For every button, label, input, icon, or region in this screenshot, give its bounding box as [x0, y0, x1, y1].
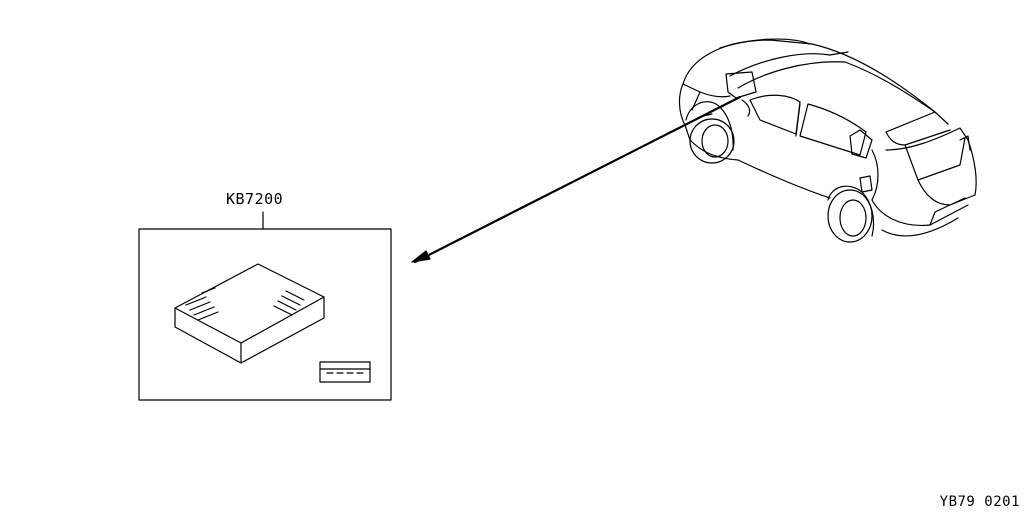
figure-code: YB79 0201	[939, 494, 1020, 510]
suv-vehicle-icon	[678, 38, 977, 243]
cabin-air-filter-icon	[174, 263, 325, 364]
part-frame	[138, 228, 392, 401]
label-plate-icon	[319, 361, 371, 383]
part-number-label: KB7200	[226, 190, 284, 208]
leader-arrow-icon	[411, 95, 742, 264]
